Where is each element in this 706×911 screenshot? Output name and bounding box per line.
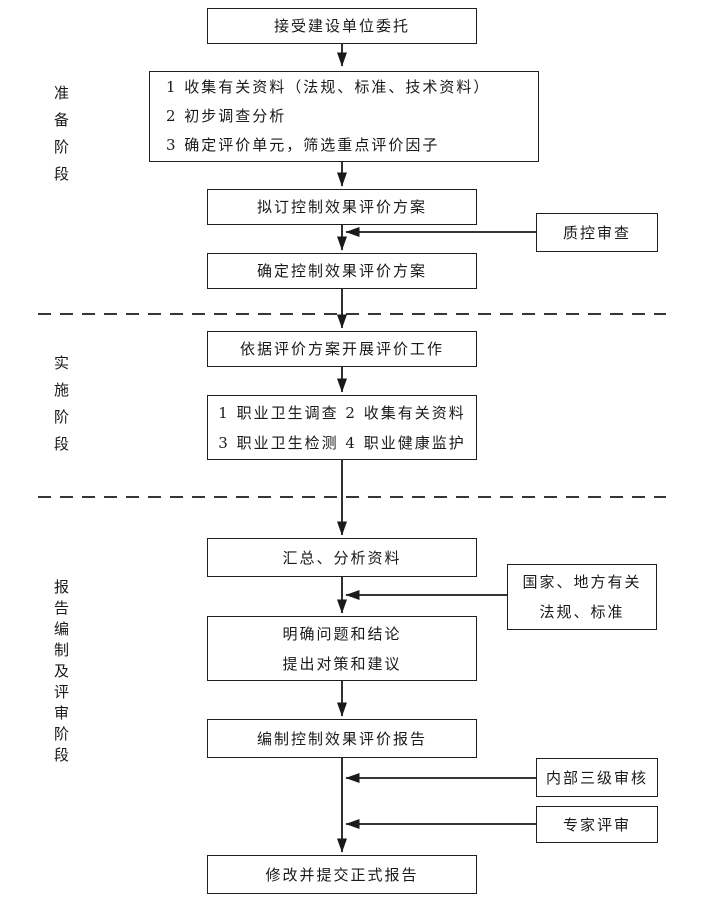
laws-standards-row-1: 国家、地方有关	[522, 573, 642, 591]
node-preparation-steps: 1 收集有关资料（法规、标准、技术资料） 2 初步调查分析 3 确定评价单元，筛…	[149, 71, 539, 162]
node-compile-report-label: 编制控制效果评价报告	[256, 729, 427, 748]
node-qc-review-label: 质控审查	[562, 223, 631, 242]
node-summarize-data: 汇总、分析资料	[207, 538, 477, 577]
node-laws-standards: 国家、地方有关 法规、标准	[507, 564, 657, 630]
node-expert-review: 专家评审	[536, 806, 658, 843]
node-internal-review: 内部三级审核	[536, 758, 658, 797]
preparation-step-2: 2 初步调查分析	[166, 107, 287, 125]
node-compile-report: 编制控制效果评价报告	[207, 719, 477, 758]
node-accept-commission-label: 接受建设单位委托	[273, 17, 410, 35]
node-implementation-steps: 1 职业卫生调查 2 收集有关资料 3 职业卫生检测 4 职业健康监护	[207, 395, 477, 460]
implementation-step-row-2: 3 职业卫生检测 4 职业健康监护	[218, 433, 466, 452]
node-confirm-plan: 确定控制效果评价方案	[207, 253, 477, 289]
node-draft-plan: 拟订控制效果评价方案	[207, 189, 477, 225]
preparation-step-1: 1 收集有关资料（法规、标准、技术资料）	[166, 78, 491, 96]
node-final-report-label: 修改并提交正式报告	[265, 865, 419, 884]
node-conclusions: 明确问题和结论 提出对策和建议	[207, 616, 477, 681]
node-conduct-evaluation-label: 依据评价方案开展评价工作	[239, 340, 444, 358]
node-confirm-plan-label: 确定控制效果评价方案	[256, 262, 427, 280]
stage-label-implementation: 实施阶段	[52, 355, 70, 463]
conclusions-row-1: 明确问题和结论	[282, 624, 402, 643]
node-accept-commission: 接受建设单位委托	[207, 8, 477, 44]
node-final-report: 修改并提交正式报告	[207, 855, 477, 894]
implementation-step-row-1: 1 职业卫生调查 2 收集有关资料	[218, 403, 466, 422]
node-conduct-evaluation: 依据评价方案开展评价工作	[207, 331, 477, 367]
stage-label-preparation: 准备阶段	[52, 85, 70, 193]
node-internal-review-label: 内部三级审核	[545, 768, 648, 787]
node-summarize-data-label: 汇总、分析资料	[282, 548, 402, 567]
node-draft-plan-label: 拟订控制效果评价方案	[256, 198, 427, 216]
conclusions-row-2: 提出对策和建议	[282, 654, 402, 673]
node-qc-review: 质控审查	[536, 213, 658, 252]
stage-label-report-review: 报告编制及评审阶段	[52, 579, 70, 768]
preparation-step-3: 3 确定评价单元，筛选重点评价因子	[166, 136, 440, 154]
laws-standards-row-2: 法规、标准	[539, 603, 625, 621]
node-expert-review-label: 专家评审	[562, 815, 631, 834]
